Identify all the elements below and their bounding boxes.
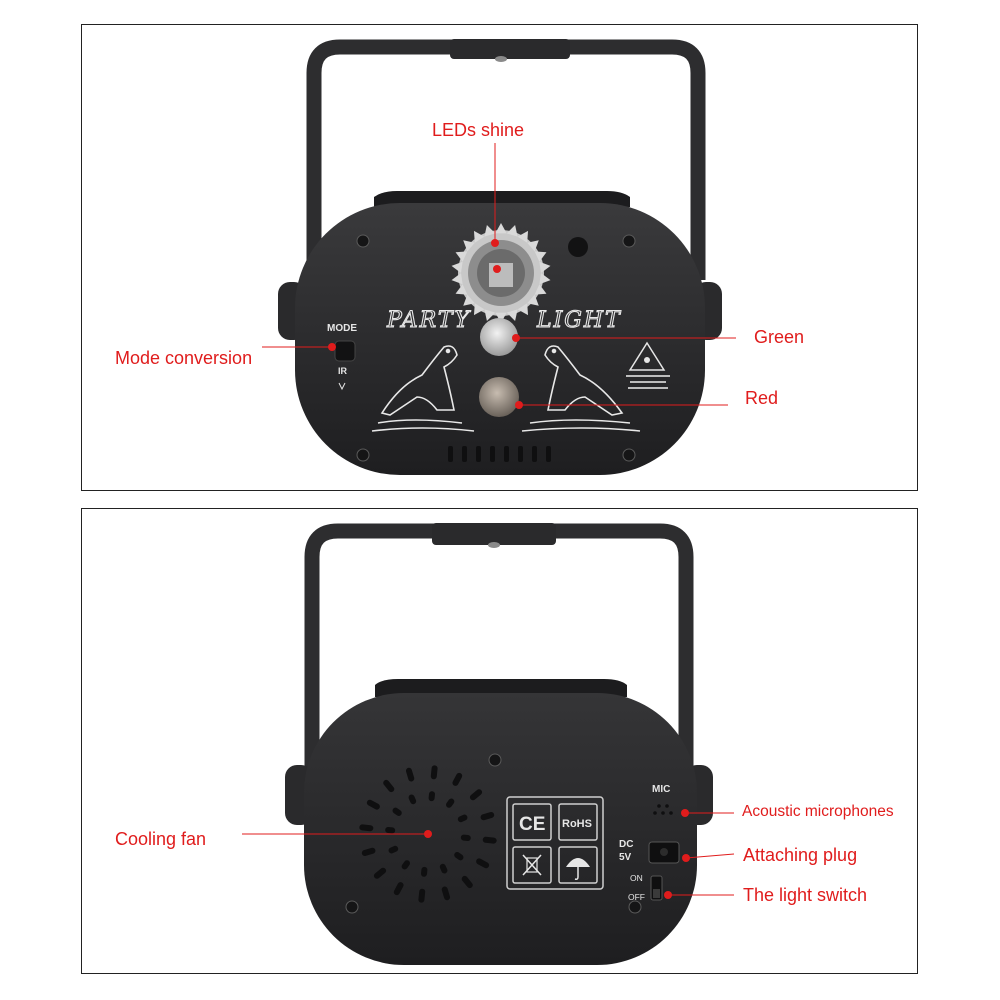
voltage-label: 5V <box>619 852 632 863</box>
lens-tooth <box>527 240 539 252</box>
acoustic-microphones-callout: Acoustic microphones <box>742 803 894 820</box>
fan-vent-slot <box>361 847 376 857</box>
back-callout-lines <box>242 809 735 899</box>
cooling-fan-vents <box>359 765 497 903</box>
red-callout: Red <box>745 388 779 408</box>
cooling-fan-callout: Cooling fan <box>115 829 207 849</box>
fan-vent-slot <box>469 789 483 801</box>
lens-tooth <box>484 225 496 237</box>
lens-tooth <box>527 294 539 306</box>
light-brand-text: LIGHT <box>536 308 622 333</box>
front-callout-lines <box>262 143 736 409</box>
lens-tooth <box>473 303 485 316</box>
lens-tooth <box>506 309 518 321</box>
lens-tooth <box>455 251 468 262</box>
fan-vent-slot <box>401 860 410 870</box>
mode-label: MODE <box>327 323 357 334</box>
red-laser-lens <box>479 377 519 417</box>
ir-arrow-icon <box>338 382 346 391</box>
rotating-led-lens <box>451 223 551 323</box>
lens-tooth <box>451 273 463 285</box>
mic-label: MIC <box>652 784 670 795</box>
fan-vent-slot <box>418 888 426 903</box>
screws-back <box>345 753 642 914</box>
fan-vent-slot <box>441 886 451 901</box>
lens-tooth <box>506 225 518 237</box>
fan-vent-slot <box>476 858 490 869</box>
attaching-plug-callout: Attaching plug <box>743 845 858 865</box>
mounting-bracket-back <box>304 523 694 809</box>
lens-tooth <box>455 284 468 295</box>
rohs-mark-icon <box>558 803 598 841</box>
device-body-back <box>304 693 697 965</box>
fan-vent-slot <box>428 791 435 802</box>
fan-vent-slot <box>359 824 374 832</box>
back-view-panel: CE RoHS MIC DC 5V ON OFF <box>81 508 918 974</box>
fan-vent-slot <box>392 807 402 816</box>
fan-vent-slot <box>439 863 448 874</box>
microphone-holes <box>653 804 673 815</box>
fan-vent-slot <box>430 765 438 780</box>
fan-vent-slot <box>452 772 463 786</box>
lens-tooth <box>517 303 529 316</box>
ce-text: CE <box>519 814 545 835</box>
lens-tooth <box>473 230 485 243</box>
fan-vent-slot <box>480 811 495 821</box>
mode-conversion-callout: Mode conversion <box>115 348 253 368</box>
fan-vent-slot <box>421 866 428 877</box>
ir-label: IR <box>338 366 348 376</box>
mounting-bracket <box>306 39 706 280</box>
fan-vent-slot <box>460 834 471 841</box>
green-callout: Green <box>754 327 805 347</box>
laser-warning-label <box>626 341 670 389</box>
lens-tooth <box>451 261 463 273</box>
fan-vent-slot <box>393 882 404 896</box>
front-view-panel: PARTY LIGHT MODE IR <box>81 24 918 491</box>
lens-tooth <box>517 230 529 243</box>
party-brand-text: PARTY <box>386 308 472 333</box>
back-device-illustration: CE RoHS MIC DC 5V ON OFF <box>242 523 735 965</box>
dc-label: DC <box>619 839 633 850</box>
on-label: ON <box>630 873 643 883</box>
lens-tooth <box>534 251 547 262</box>
lens-tooth <box>463 294 475 306</box>
fan-vent-slot <box>461 875 473 889</box>
lens-tooth <box>484 309 496 321</box>
ir-receiver <box>568 237 588 257</box>
fan-vent-slot <box>385 827 396 834</box>
seal-illustration-right <box>521 345 641 432</box>
seal-illustration-left <box>371 345 475 432</box>
leds-shine-callout: LEDs shine <box>432 120 525 140</box>
certification-box: CE RoHS <box>506 796 604 890</box>
front-vents <box>448 446 551 462</box>
fan-vent-slot <box>383 779 395 793</box>
rohs-text: RoHS <box>562 818 592 830</box>
light-switch-callout: The light switch <box>743 885 868 905</box>
lens-tooth <box>534 284 547 295</box>
fan-vent-slot <box>457 814 468 823</box>
lens-tooth <box>463 240 475 252</box>
weee-bin-icon <box>512 846 552 884</box>
fan-vent-slot <box>408 794 417 805</box>
fan-vent-slot <box>446 798 455 808</box>
fan-vent-slot <box>482 836 497 844</box>
ce-mark-icon <box>512 803 552 841</box>
fan-vent-slot <box>388 845 399 854</box>
fan-vent-slot <box>454 852 464 861</box>
fan-vent-slot <box>366 799 380 810</box>
lens-tooth <box>539 273 551 285</box>
screws <box>356 234 636 462</box>
mode-button[interactable] <box>334 340 356 362</box>
lens-tooth <box>495 312 507 323</box>
fan-vent-slot <box>373 867 387 879</box>
lens-tooth <box>539 261 551 273</box>
off-label: OFF <box>628 892 645 902</box>
front-device-illustration: PARTY LIGHT MODE IR <box>262 39 736 475</box>
fan-vent-slot <box>405 767 415 782</box>
lens-tooth <box>495 223 507 234</box>
keep-dry-umbrella-icon <box>558 846 598 884</box>
green-laser-lens <box>480 318 518 356</box>
